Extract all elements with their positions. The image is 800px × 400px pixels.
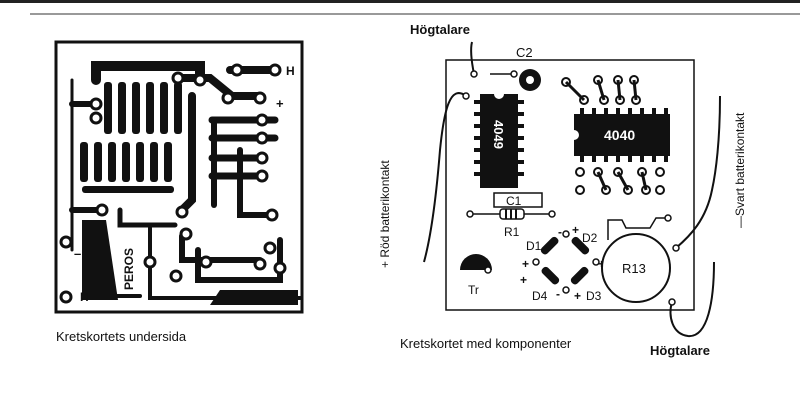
ic-4040-pins	[580, 108, 668, 162]
d4-label: D4	[532, 289, 548, 303]
r13-pad	[664, 214, 672, 222]
d1-label: D1	[526, 239, 542, 253]
battery-red-label: + Röd batterikontakt	[378, 160, 392, 268]
d2-label: D2	[582, 231, 598, 245]
r1-pad-right	[548, 210, 556, 218]
speaker-wire-top	[470, 41, 475, 75]
ic-4040-label: 4040	[604, 127, 635, 143]
svg-text:-: -	[558, 225, 562, 239]
ic-pad-rows	[80, 82, 182, 193]
ic-4049	[480, 94, 518, 188]
battery-red-wire	[423, 92, 467, 263]
speaker-wire-bottom	[669, 261, 715, 338]
left-label-h-bottom: H	[80, 290, 89, 304]
battery-black-wire	[675, 95, 721, 249]
lower-resistor-leads	[596, 171, 648, 191]
ic-4049-pins	[474, 100, 524, 176]
ground-plane-right	[210, 290, 298, 305]
speaker-bottom-label: Högtalare	[650, 343, 710, 358]
tr-label: Tr	[468, 283, 479, 297]
left-label-plus: +	[276, 96, 284, 111]
svg-text:-: -	[556, 287, 560, 301]
speaker-pad-bottom	[668, 298, 676, 306]
c1-capacitor	[493, 192, 543, 208]
d3-label: D3	[586, 289, 602, 303]
speaker-top-label: Högtalare	[410, 22, 470, 37]
diode-pads	[532, 230, 600, 294]
c2-pad	[510, 70, 518, 78]
ic-4049-notch	[494, 94, 504, 99]
transistor-pad	[484, 266, 492, 274]
c2-label: C2	[516, 45, 533, 60]
r13-bracket	[607, 217, 668, 240]
r1-pad-left	[466, 210, 474, 218]
svg-text:+: +	[522, 257, 529, 271]
battery-red-pad	[462, 92, 470, 100]
ic-4049-label: 4049	[491, 120, 506, 149]
right-board: 4049 4040	[378, 22, 747, 358]
battery-black-label: —Svart batterikontakt	[733, 112, 747, 228]
upper-resistor-pads	[561, 75, 641, 105]
ic-4040-notch	[574, 130, 579, 140]
left-board-outline	[54, 40, 304, 314]
left-pads	[59, 63, 287, 304]
ic-4040	[574, 114, 670, 156]
svg-text:+: +	[572, 223, 579, 237]
transistor-tr	[460, 254, 492, 270]
svg-text:+: +	[574, 289, 581, 303]
r1-bands	[505, 209, 517, 219]
upper-resistor-leads	[564, 79, 638, 102]
c2-capacitor-hole	[526, 76, 534, 84]
left-label-h-top: H	[286, 64, 295, 78]
battery-black-pad	[672, 244, 680, 252]
ground-plane	[82, 220, 118, 300]
left-label-minus: –	[74, 246, 81, 261]
speaker-pad-top	[470, 70, 478, 78]
diode-bridge	[540, 236, 590, 285]
left-board-caption: Kretskortets undersida	[56, 329, 187, 344]
r13-potentiometer	[601, 233, 671, 303]
right-board-outline	[445, 59, 695, 311]
r13-label: R13	[622, 261, 646, 276]
svg-text:+: +	[520, 273, 527, 287]
right-board-caption: Kretskortet med komponenter	[400, 336, 572, 351]
left-label-peros: PEROS	[122, 248, 136, 290]
left-board: H + – H PEROS	[54, 40, 304, 314]
c1-label: C1	[506, 194, 522, 208]
top-edge	[0, 0, 800, 3]
lower-resistor-pads	[575, 167, 665, 195]
r1-label: R1	[504, 225, 520, 239]
